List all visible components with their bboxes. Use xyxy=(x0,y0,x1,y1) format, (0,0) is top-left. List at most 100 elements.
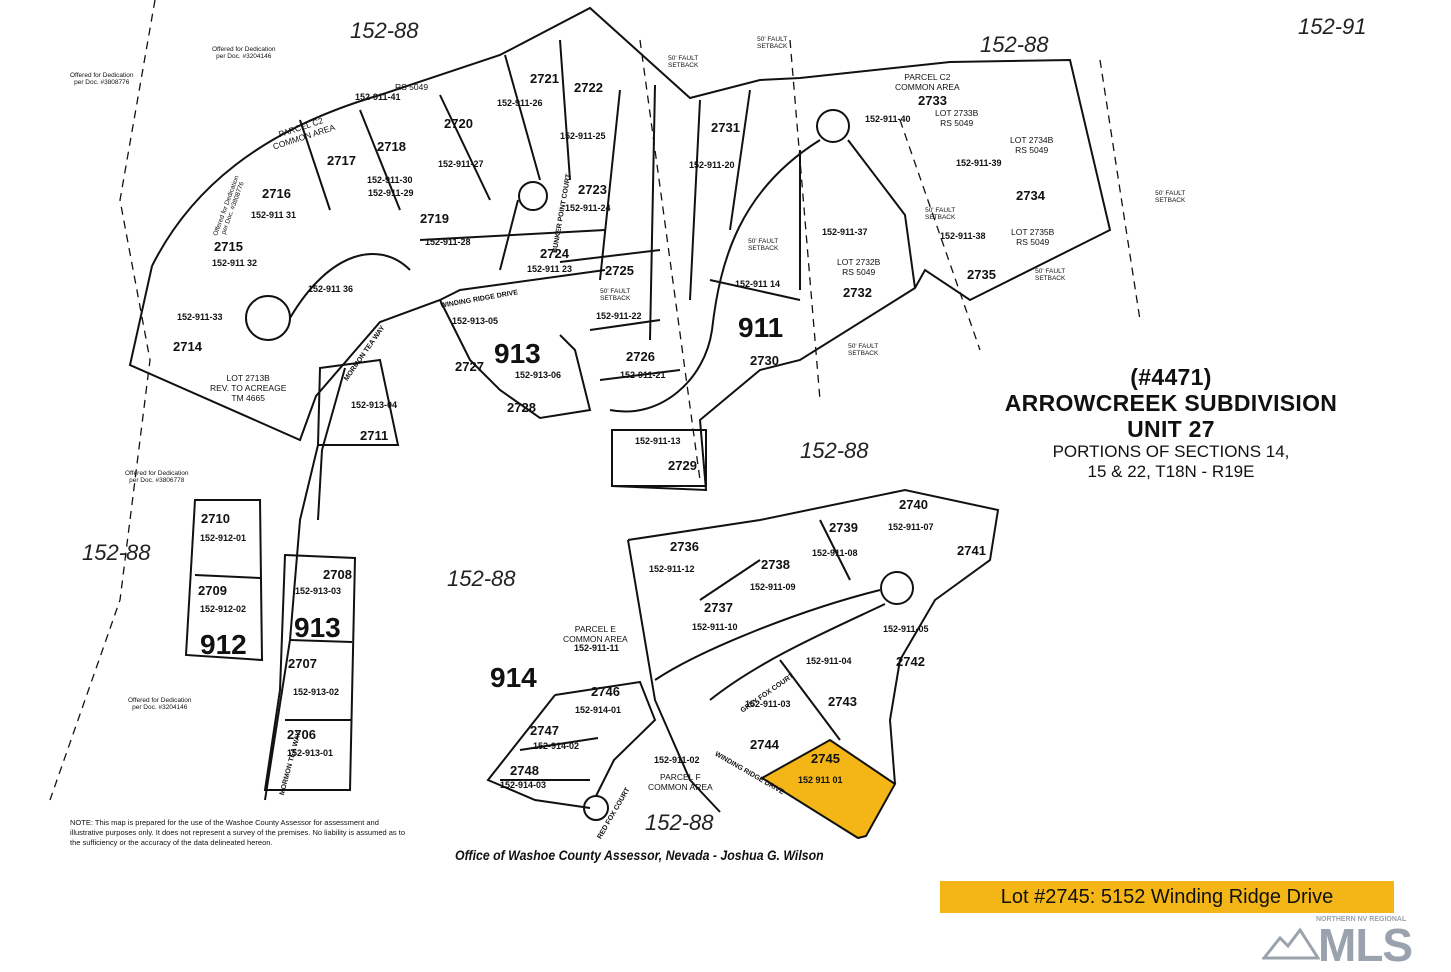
apn-label: 152-911-28 xyxy=(425,237,471,247)
book-page-label: 152-88 xyxy=(980,32,1049,57)
subdivision-boundary-west xyxy=(128,265,606,442)
lot-number: 2745 xyxy=(811,751,840,766)
book-page-label: 152-91 xyxy=(1298,14,1367,39)
apn-label: 152-911-04 xyxy=(806,656,852,666)
setback-label: 50' FAULT SETBACK xyxy=(848,343,879,357)
lot-number: 2748 xyxy=(510,763,539,778)
apn-label: 152-911-37 xyxy=(822,227,868,237)
apn-label: 152-911-39 xyxy=(956,158,1002,168)
apn-label: 152 911 01 xyxy=(798,775,843,785)
lot-number: 2725 xyxy=(605,263,634,278)
apn-label: 152-911-26 xyxy=(497,98,543,108)
lot-number: 2743 xyxy=(828,694,857,709)
lot-number: 2739 xyxy=(829,520,858,535)
lot-number: 2733 xyxy=(918,93,947,108)
apn-label: 152-911 31 xyxy=(251,210,297,220)
apn-label: 152-911 14 xyxy=(735,279,781,289)
apn-label: 152-912-01 xyxy=(200,533,247,543)
setback-label: 50' FAULT SETBACK xyxy=(757,36,788,50)
apn-label: 152-911-20 xyxy=(689,160,735,170)
lot-number: 2732 xyxy=(843,285,872,300)
parcel-label: LOT 2732B RS 5049 xyxy=(837,257,881,277)
lot-number: 2715 xyxy=(214,239,243,254)
apn-label: 152-914-03 xyxy=(500,780,547,790)
lot-number: 2746 xyxy=(591,684,620,699)
book-number: 911 xyxy=(738,312,784,343)
setback-label: 50' FAULT SETBACK xyxy=(1155,190,1186,204)
lot-number: 2719 xyxy=(420,211,449,226)
parcel-label: RS 5049 xyxy=(395,82,429,92)
mls-region-text: NORTHERN NV REGIONAL xyxy=(1316,916,1407,923)
apn-label: 152-913-02 xyxy=(293,687,340,697)
lot-number: 2709 xyxy=(198,583,227,598)
apn-label: 152-911-10 xyxy=(692,622,738,632)
lot-number: 2728 xyxy=(507,400,536,415)
apn-label: 152-911-09 xyxy=(750,582,796,592)
apn-label: 152-912-02 xyxy=(200,604,247,614)
apn-label: 152-913-01 xyxy=(287,748,334,758)
setback-label: 50' FAULT SETBACK xyxy=(748,238,779,252)
apn-label: 152-914-01 xyxy=(575,705,622,715)
lot-number: 2737 xyxy=(704,600,733,615)
disclaimer-note: NOTE: This map is prepared for the use o… xyxy=(70,818,406,847)
setback-label: 50' FAULT SETBACK xyxy=(600,288,631,302)
book-number: 914 xyxy=(490,662,537,693)
setback-label: 50' FAULT SETBACK xyxy=(925,207,956,221)
lot-number: 2718 xyxy=(377,139,406,154)
apn-label: 152-911-41 xyxy=(355,92,401,102)
book-page-label: 152-88 xyxy=(447,566,516,591)
lot-number: 2740 xyxy=(899,497,928,512)
book-page-label: 152-88 xyxy=(82,540,151,565)
lot-number: 2711 xyxy=(360,428,389,443)
apn-label: 152-911-30 xyxy=(367,175,413,185)
lot-number: 2706 xyxy=(287,727,316,742)
dedication-note: Offered for Dedication per Doc. #3204146 xyxy=(212,46,276,60)
book-number: 913 xyxy=(494,338,541,369)
book-page-label: 152-88 xyxy=(645,810,714,835)
lot-number: 2747 xyxy=(530,723,559,738)
lot-number: 2730 xyxy=(750,353,779,368)
lot-number: 2708 xyxy=(323,567,352,582)
parcel-label: LOT 2733B RS 5049 xyxy=(935,108,979,128)
apn-label: 152-911-21 xyxy=(620,370,666,380)
lot-number: 2741 xyxy=(957,543,986,558)
mls-logo: MLS xyxy=(1318,919,1413,971)
highlighted-lot-2745 xyxy=(760,738,897,840)
lot-number: 2735 xyxy=(967,267,996,282)
lot-number: 2731 xyxy=(711,120,740,135)
lot-number: 2710 xyxy=(201,511,230,526)
book-page-label: 152-88 xyxy=(350,18,419,43)
dedication-note: Offered for Dedication per Doc. #3204146 xyxy=(128,697,192,711)
book-number: 912 xyxy=(200,629,247,660)
subdivision-boundary-north xyxy=(151,6,1112,492)
apn-label: 152-911-38 xyxy=(940,231,986,241)
parcel-label: PARCEL F COMMON AREA xyxy=(648,772,713,792)
parcel-label: LOT 2734B RS 5049 xyxy=(1010,135,1054,155)
apn-label: 152-911-07 xyxy=(888,522,934,532)
apn-label: 152-913-05 xyxy=(452,316,499,326)
apn-label: 152-911 32 xyxy=(212,258,258,268)
apn-label: 152-911-22 xyxy=(596,311,642,321)
lot-number: 2736 xyxy=(670,539,699,554)
parcel-label: LOT 2713B REV. TO ACREAGE TM 4665 xyxy=(210,373,287,403)
apn-label: 152-911-27 xyxy=(438,159,484,169)
apn-label: 152-911-25 xyxy=(560,131,606,141)
apn-label: 152-913-03 xyxy=(295,586,342,596)
lot-number: 2717 xyxy=(327,153,356,168)
apn-label: 152-911-13 xyxy=(635,436,681,446)
lot-number: 2720 xyxy=(444,116,473,131)
lot-number: 2721 xyxy=(530,71,559,86)
lot-number: 2714 xyxy=(173,339,202,354)
apn-label: 152-911-40 xyxy=(865,114,911,124)
lot-number: 2734 xyxy=(1016,188,1045,203)
apn-label: 152-911-08 xyxy=(812,548,858,558)
apn-label: 152-911-12 xyxy=(649,564,695,574)
dedication-note: Offered for Dedication per Doc. #3806778 xyxy=(125,470,189,484)
lot-number: 2726 xyxy=(626,349,655,364)
setback-label: 50' FAULT SETBACK xyxy=(1035,268,1066,282)
book-page-label: 152-88 xyxy=(800,438,869,463)
dedication-note: Offered for Dedication per Doc. #3808776 xyxy=(70,72,134,86)
assessor-office: Office of Washoe County Assessor, Nevada… xyxy=(455,847,824,863)
apn-label: 152-911-05 xyxy=(883,624,929,634)
